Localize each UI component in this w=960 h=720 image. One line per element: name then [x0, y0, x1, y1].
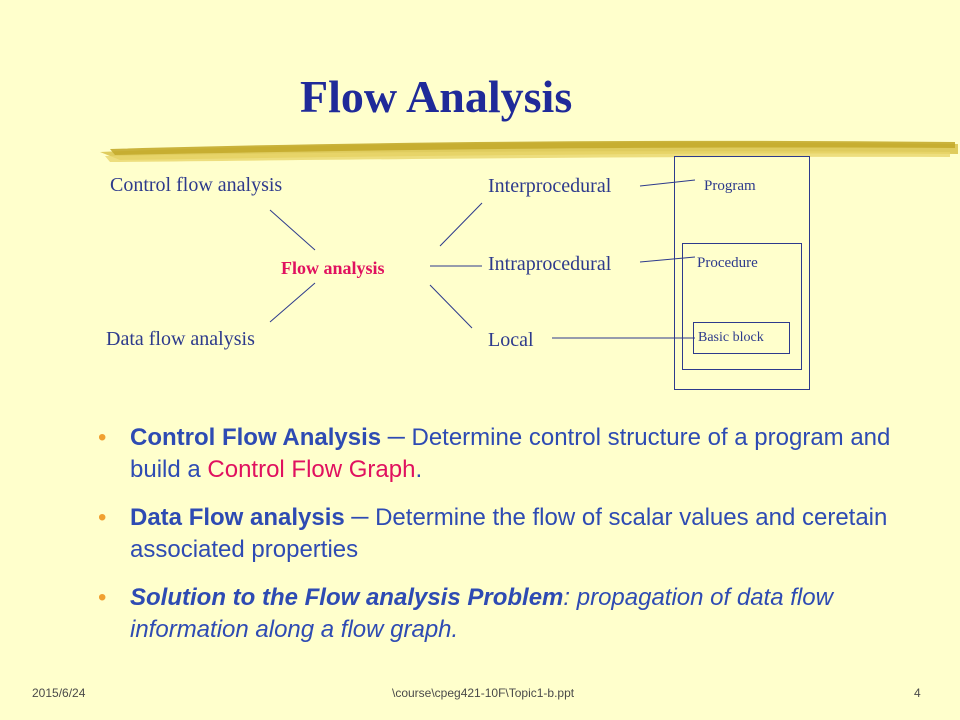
bullet-item-control-flow: • Control Flow Analysis ─ Determine cont… [92, 422, 912, 486]
bullet-lead: Data Flow analysis [130, 504, 345, 531]
footer-date: 2015/6/24 [32, 686, 86, 700]
slide-title: Flow Analysis [300, 71, 573, 122]
bullet-dot-icon: • [98, 424, 107, 451]
bullet-dot-icon: • [98, 504, 107, 531]
bullet-item-solution: • Solution to the Flow analysis Problem:… [92, 582, 912, 646]
bullet-lead: Control Flow Analysis [130, 424, 382, 451]
bullet-dot-icon: • [98, 584, 107, 611]
bullet-dash: ─ [381, 424, 412, 451]
bullet-dash: ─ [344, 504, 376, 531]
footer-path: \course\cpeg421-10F\Topic1-b.ppt [392, 686, 575, 700]
basic-block-label: Basic block [698, 330, 764, 345]
program-label: Program [704, 178, 756, 194]
bullet-item-data-flow: • Data Flow analysis ─ Determine the flo… [92, 502, 912, 566]
bullet-highlight: Control Flow Graph [207, 456, 416, 483]
local-label: Local [488, 329, 534, 351]
bullet-lead: Solution to the Flow analysis Problem [130, 584, 564, 611]
procedure-box [682, 243, 802, 370]
basic-block-box [693, 322, 790, 354]
data-flow-analysis-label: Data flow analysis [106, 328, 255, 350]
flow-diagram [269, 179, 696, 339]
program-box [674, 156, 810, 390]
bullet-text: : propagation of data flow information a… [130, 584, 833, 643]
interprocedural-label: Interprocedural [488, 175, 612, 197]
bullet-text: Determine control structure of a program… [130, 424, 891, 483]
bullet-tail: . [415, 456, 423, 483]
intraprocedural-label: Intraprocedural [488, 253, 612, 275]
procedure-label: Procedure [697, 255, 758, 271]
control-flow-analysis-label: Control flow analysis [110, 174, 283, 196]
brush-stroke-divider [100, 140, 958, 162]
footer-page-number: 4 [914, 686, 921, 700]
flow-analysis-center-label: Flow analysis [281, 258, 385, 278]
bullet-text: Determine the flow of scalar values and … [130, 504, 888, 563]
bullet-list: • Control Flow Analysis ─ Determine cont… [92, 422, 912, 662]
